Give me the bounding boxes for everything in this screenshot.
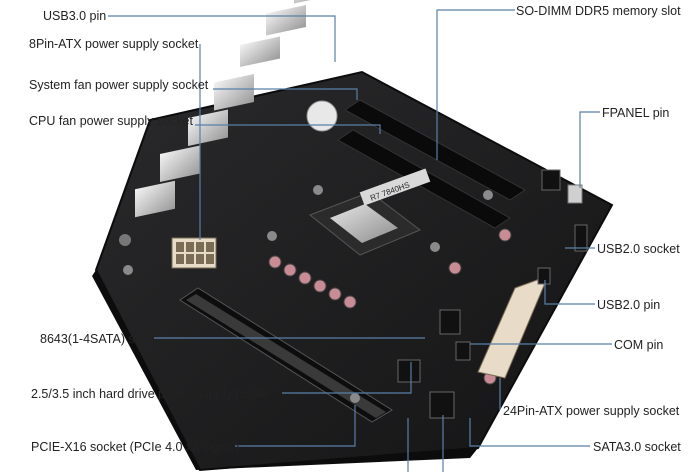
label-pcie-socket: PCIE-X16 socket (PCIe 4.0 x8 signal) xyxy=(31,440,240,454)
leader-fpanel xyxy=(579,111,600,188)
usb-port xyxy=(294,0,334,4)
header-pins xyxy=(397,169,588,419)
lan-port xyxy=(160,145,200,182)
cpu-label-plate xyxy=(359,168,431,206)
leader-sodimm xyxy=(436,9,515,160)
cpu: R7 7840HS xyxy=(309,168,431,256)
label-com-pin: COM pin xyxy=(614,338,664,352)
leader-usb30 xyxy=(108,15,336,62)
label-hdd-holder: 2.5/3.5 inch hard drive power supply hol… xyxy=(31,387,271,401)
leader-sys-fan xyxy=(213,88,358,100)
leader-pcie xyxy=(235,405,356,447)
leader-usb20-pin xyxy=(544,280,595,305)
leader-lines xyxy=(108,9,612,472)
lan-port xyxy=(214,74,254,111)
audio-jack xyxy=(119,234,131,246)
label-system-fan: System fan power supply socket xyxy=(29,78,209,92)
label-usb30-pin: USB3.0 pin xyxy=(43,9,107,23)
rear-io xyxy=(119,0,334,246)
leader-cpu-fan xyxy=(195,124,381,134)
label-atx8-socket: 8Pin-ATX power supply socket xyxy=(29,37,199,51)
atx8-connector xyxy=(171,237,217,269)
lan-port xyxy=(188,109,228,147)
lan-port xyxy=(135,180,175,218)
label-fpanel-pin: FPANEL pin xyxy=(602,106,670,120)
usb-port xyxy=(240,36,280,67)
label-usb20-socket: USB2.0 socket xyxy=(597,242,680,256)
pcie-slot xyxy=(179,287,393,423)
leader-sata30 xyxy=(469,418,590,447)
leader-hdd xyxy=(282,362,412,394)
label-atx24-socket: 24Pin-ATX power supply socket xyxy=(503,404,680,418)
vrm-capacitors xyxy=(268,228,512,385)
label-sodimm: SO-DIMM DDR5 memory slot xyxy=(516,4,681,18)
label-sata30-socket: SATA3.0 socket xyxy=(593,440,681,454)
label-sata-seat: 8643(1-4SATA) seat xyxy=(40,332,153,346)
mounting-holes xyxy=(123,185,493,403)
usb-port xyxy=(266,4,306,36)
label-cpu-fan: CPU fan power supply socket xyxy=(29,114,193,128)
label-usb20-pin: USB2.0 pin xyxy=(597,298,661,312)
cmos-battery xyxy=(306,100,338,132)
